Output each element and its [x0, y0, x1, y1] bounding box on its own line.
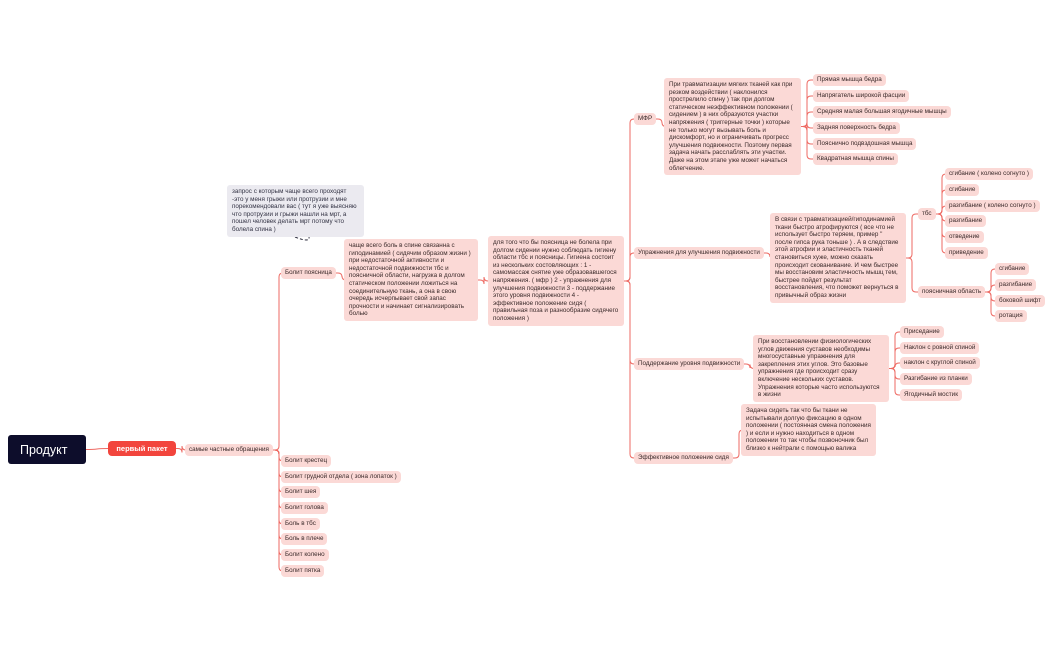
lumbar-item[interactable]: разгибание: [995, 279, 1037, 291]
branch-connector: [624, 280, 635, 459]
mfr-item[interactable]: Пояснично подвздошная мышца: [813, 138, 917, 150]
root-label: Продукт: [20, 442, 68, 457]
hip-item[interactable]: отведение: [945, 231, 984, 243]
complaint-node[interactable]: Болит голова: [281, 502, 328, 514]
hip-item[interactable]: разгибание: [945, 215, 987, 227]
maintain-item[interactable]: наклон с круглой спиной: [900, 357, 980, 369]
hip-node[interactable]: тбс: [918, 208, 936, 220]
root-node[interactable]: Продукт: [8, 435, 86, 464]
sitting-node[interactable]: Эффективное положение сидя: [634, 452, 733, 464]
branch-connector: [273, 272, 284, 451]
branch-connector: [176, 445, 187, 453]
mfr-node[interactable]: МФР: [634, 113, 657, 125]
mfr-description[interactable]: При травматизации мягких тканей как при …: [664, 78, 801, 176]
mfr-item[interactable]: Задняя поверхность бедра: [813, 122, 900, 134]
back-pain-cause[interactable]: чаще всего боль в спине связанна с гипод…: [344, 239, 478, 321]
lumbar-item[interactable]: боковой шифт: [995, 295, 1045, 307]
mfr-item[interactable]: Средняя малая большая ягодичные мышцы: [813, 106, 951, 118]
branch-connector: [744, 363, 755, 369]
hip-item[interactable]: приведение: [945, 247, 988, 259]
common-requests-node[interactable]: самые частные обращения: [185, 444, 273, 456]
maintain-item[interactable]: Приседание: [900, 326, 944, 338]
client-note[interactable]: запрос с которым чаще всего проходят -эт…: [227, 185, 364, 237]
branch-connector: [906, 213, 918, 259]
lumbar-node[interactable]: поясничная область: [918, 286, 986, 298]
complaint-node[interactable]: Болит грудной отдела ( зона лопаток ): [281, 471, 401, 483]
complaint-node[interactable]: Боль в плече: [281, 533, 328, 545]
lumbar-item[interactable]: ротация: [995, 310, 1027, 322]
branch-connector: [624, 118, 635, 282]
complaint-node[interactable]: Болит крестец: [281, 455, 332, 467]
back-pain-node[interactable]: Болит поясница: [281, 267, 336, 279]
branch-connector: [624, 252, 635, 282]
maintain-item[interactable]: Ягодичный мостик: [900, 389, 962, 401]
note-connector: [294, 236, 310, 241]
mfr-item[interactable]: Квадратная мышца спины: [813, 153, 898, 165]
hip-item[interactable]: сгибание ( колено согнуто ): [945, 168, 1033, 180]
branch-connector: [801, 126, 813, 160]
mfr-item[interactable]: Напрягатель широкой фасции: [813, 90, 910, 102]
complaint-node[interactable]: Боль в тбс: [281, 518, 320, 530]
complaint-node[interactable]: Болит пятка: [281, 565, 325, 577]
lumbar-item[interactable]: сгибание: [995, 263, 1030, 275]
branch-connector: [936, 213, 947, 254]
branch-connector: [985, 268, 996, 293]
hip-item[interactable]: сгибание: [945, 184, 980, 196]
branch-connector: [85, 448, 109, 450]
maintain-node[interactable]: Поддержание уровня подвижности: [634, 358, 745, 370]
branch-connector: [985, 284, 996, 293]
mfr-item[interactable]: Прямая мышца бедра: [813, 74, 886, 86]
mobility-node[interactable]: Упражнения для улучшения подвижности: [634, 247, 764, 259]
maintain-description[interactable]: При восстановлении физиологических углов…: [753, 335, 889, 402]
back-pain-plan[interactable]: для того что бы поясница не болела при д…: [488, 236, 624, 326]
maintain-item[interactable]: Разгибание из планки: [900, 373, 972, 385]
package-node[interactable]: первый пакет: [108, 441, 176, 456]
branch-connector: [889, 368, 900, 396]
hip-item[interactable]: разгибание ( колено согнуто ): [945, 200, 1040, 212]
complaint-node[interactable]: Болит шея: [281, 486, 321, 498]
branch-connector: [985, 291, 996, 317]
branch-connector: [478, 276, 489, 285]
mobility-description[interactable]: В связи с травматизацией/гиподинамией тк…: [770, 213, 906, 303]
maintain-item[interactable]: Наклон с ровной спиной: [900, 342, 980, 354]
sitting-description[interactable]: Задача сидеть так что бы ткани не испыты…: [741, 404, 876, 456]
complaint-node[interactable]: Болит колено: [281, 549, 329, 561]
branch-connector: [906, 257, 918, 293]
branch-connector: [624, 280, 635, 365]
